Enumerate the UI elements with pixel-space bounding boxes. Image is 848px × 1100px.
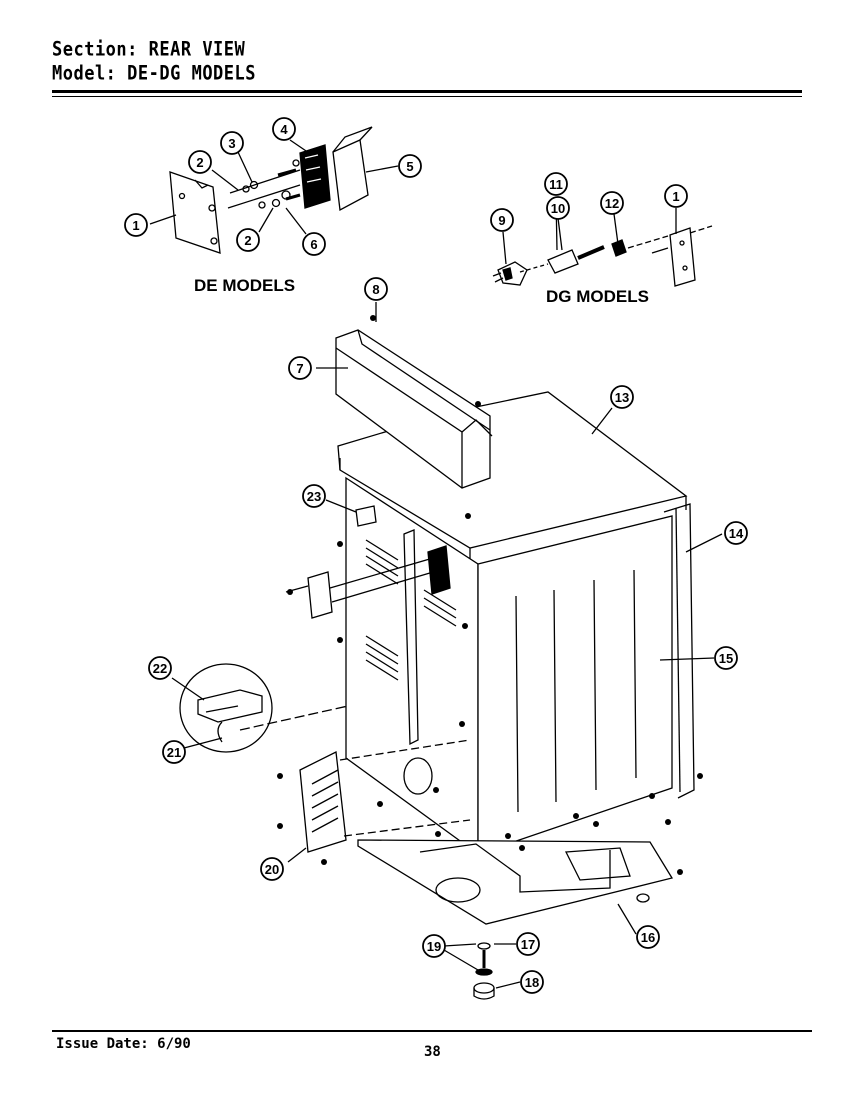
de-models-label: DE MODELS xyxy=(194,276,295,295)
callout-numbers: 1 2 3 4 5 2 6 1 9 11 10 12 8 7 13 23 14 … xyxy=(132,122,744,990)
callout-21: 21 xyxy=(167,745,181,760)
callout-2a: 2 xyxy=(196,155,203,170)
section-value: REAR VIEW xyxy=(148,38,246,61)
callout-16: 16 xyxy=(641,930,655,945)
section-header: Section: REAR VIEW xyxy=(52,38,245,61)
callout-12: 12 xyxy=(605,196,619,211)
dg-models-label: DG MODELS xyxy=(546,287,649,306)
model-value: DE-DG MODELS xyxy=(127,62,256,85)
section-label: Section: xyxy=(52,38,138,61)
callout-22: 22 xyxy=(153,661,167,676)
callout-1a: 1 xyxy=(132,218,139,233)
de-models-assembly xyxy=(149,126,399,254)
dg-models-assembly xyxy=(492,196,713,287)
callout-17: 17 xyxy=(521,937,535,952)
footer-rule xyxy=(52,1030,812,1032)
callout-23: 23 xyxy=(307,489,321,504)
model-label: Model: xyxy=(52,62,117,85)
callout-20: 20 xyxy=(265,862,279,877)
callout-5: 5 xyxy=(406,159,413,174)
issue-date: Issue Date: 6/90 xyxy=(56,1036,191,1052)
callout-19: 19 xyxy=(427,939,441,954)
page-number: 38 xyxy=(424,1044,441,1060)
header-rule-thin xyxy=(52,96,802,97)
callout-markers xyxy=(124,117,748,994)
callout-7: 7 xyxy=(296,361,303,376)
callout-1b: 1 xyxy=(672,189,679,204)
header-rule-thick xyxy=(52,90,802,93)
callout-18: 18 xyxy=(525,975,539,990)
callout-15: 15 xyxy=(719,651,733,666)
callout-14: 14 xyxy=(729,526,744,541)
callout-6: 6 xyxy=(310,237,317,252)
dryer-cabinet xyxy=(171,302,723,1000)
callout-10: 10 xyxy=(551,201,565,216)
callout-3: 3 xyxy=(228,136,235,151)
model-header: Model: DE-DG MODELS xyxy=(52,62,256,85)
callout-13: 13 xyxy=(615,390,629,405)
callout-8: 8 xyxy=(372,282,379,297)
callout-2b: 2 xyxy=(244,233,251,248)
callout-9: 9 xyxy=(498,213,505,228)
callout-11: 11 xyxy=(549,177,563,192)
callout-4: 4 xyxy=(280,122,288,137)
